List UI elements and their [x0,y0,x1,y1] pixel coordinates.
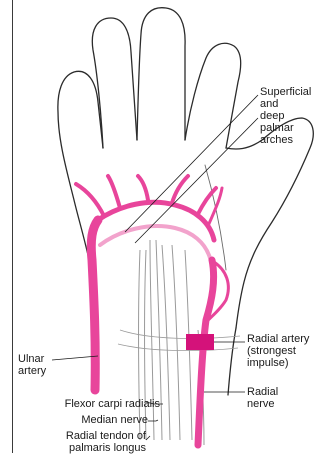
label-palmar-arches: Superficial and deep palmar arches [260,86,311,146]
label-radial-artery: Radial artery (strongest impulse) [247,333,309,369]
leader-lines [52,95,258,440]
label-palmaris-longus: Radial tendon of palmaris longus [66,430,146,454]
label-ulnar-artery: Ulnar artery [18,353,46,377]
pulse-marker [186,334,214,350]
label-flexor-carpi-radialis: Flexor carpi radialis [65,398,160,410]
label-radial-nerve: Radial nerve [247,386,278,410]
label-median-nerve: Median nerve [81,414,148,426]
